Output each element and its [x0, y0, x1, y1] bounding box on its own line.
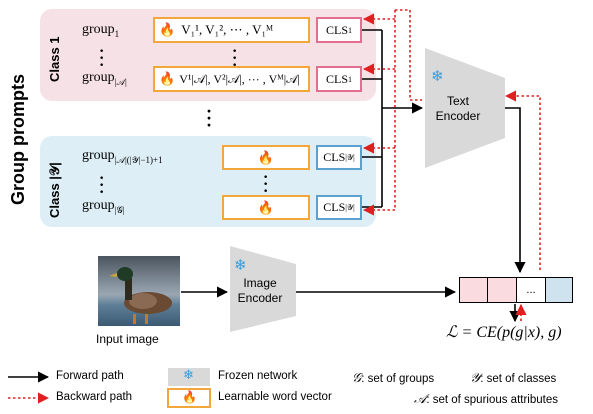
- forward-path: [181, 29, 526, 323]
- cls-token-box: CLS|𝒴|: [316, 195, 362, 220]
- fire-icon: 🔥: [257, 199, 275, 215]
- legend-learnable-swatch: [167, 388, 211, 408]
- group-1-label: group1: [82, 22, 120, 39]
- snowflake-icon: ❄: [183, 367, 194, 382]
- output-cell: [488, 277, 517, 303]
- image-encoder-shape: [230, 246, 296, 332]
- legend-spurious: 𝒜: set of spurious attributes: [414, 391, 558, 406]
- legend-backward-label: Backward path: [56, 391, 133, 403]
- group-label: group|𝒜|(|𝒴|−1)+1: [82, 148, 163, 165]
- input-image-caption: Input image: [96, 332, 159, 346]
- learnable-vectors-box: 🔥 V¹|𝒜|, V²|𝒜|, ⋯ , Vᴹ|𝒜|: [153, 66, 310, 92]
- input-image: [98, 256, 180, 326]
- fire-icon: 🔥: [159, 71, 176, 86]
- legend-frozen-swatch: [168, 368, 210, 386]
- vertical-ellipsis: ···: [206, 101, 213, 135]
- group-a-label: group|𝒜|: [82, 70, 127, 87]
- text-encoder-shape: [425, 48, 505, 168]
- learnable-vectors-box: 🔥: [222, 145, 310, 170]
- snowflake-icon: ❄: [431, 69, 444, 85]
- fire-icon: 🔥: [182, 390, 197, 404]
- output-cell: [546, 277, 573, 303]
- fire-icon: 🔥: [159, 22, 176, 37]
- backward-path: [362, 10, 541, 321]
- legend-groups: 𝒢: set of groups: [352, 370, 435, 385]
- vertical-ellipsis: ···: [99, 170, 105, 201]
- loss-formula: ℒ = CE(p(g|x), g): [446, 324, 562, 341]
- output-cell: ...: [517, 277, 546, 303]
- vertical-ellipsis: ···: [263, 169, 269, 200]
- legend-classes: 𝒴: set of classes: [470, 370, 557, 385]
- cls-token-box: CLS|𝒴|: [316, 145, 362, 170]
- legend-frozen-label: Frozen network: [218, 370, 298, 382]
- vertical-ellipsis: ···: [99, 43, 105, 74]
- fire-icon: 🔥: [257, 149, 275, 165]
- legend-forward-label: Forward path: [56, 370, 124, 382]
- snowflake-icon: ❄: [234, 258, 247, 274]
- group-g-label: group|𝒢|: [82, 198, 125, 215]
- output-cell: [459, 277, 488, 303]
- vertical-ellipsis: ···: [232, 43, 238, 74]
- learnable-vectors-box: 🔥 V₁¹, V₁², ⋯ , V₁ᴹ: [153, 17, 310, 43]
- learnable-vectors-box: 🔥: [222, 195, 310, 220]
- legend-learnable-label: Learnable word vector: [218, 391, 332, 403]
